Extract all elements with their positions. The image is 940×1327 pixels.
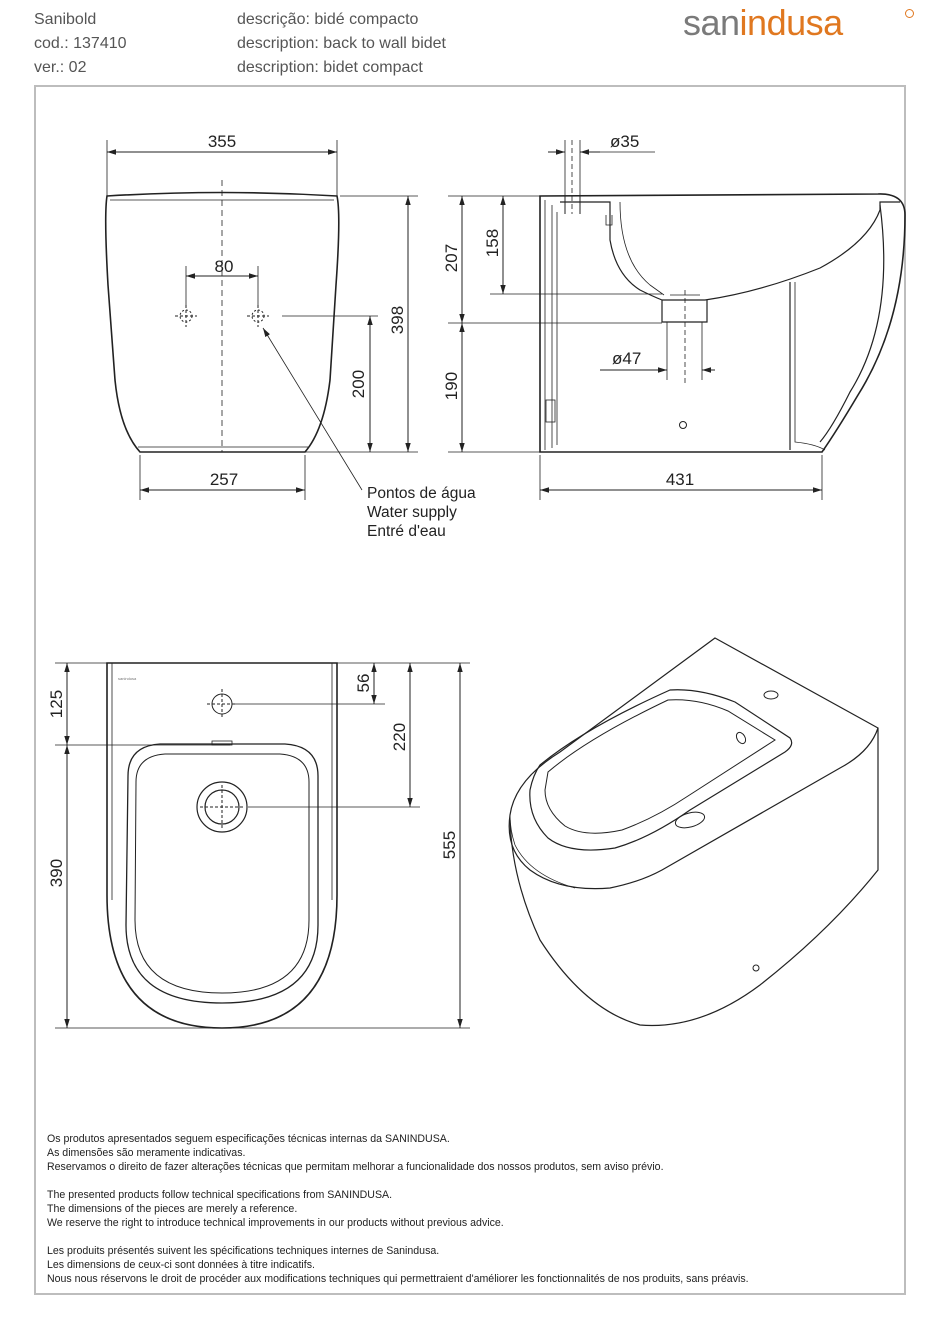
dim-drain-diameter: ø47 [612,349,641,368]
footer-disclaimer-en: The presented products follow technical … [47,1188,504,1230]
dim-top-hole: ø35 [610,132,639,151]
dim-tap-spacing: 80 [215,257,234,276]
logo-mark-icon [905,9,914,18]
footer-line: We reserve the right to introduce techni… [47,1217,504,1229]
top-rim-outline [125,743,319,1004]
product-code: cod.: 137410 [34,35,127,52]
dim-top-bowl-length: 390 [47,859,66,887]
dim-side-inner: 158 [483,229,502,257]
dim-top-hole-offset: 56 [354,674,373,693]
water-supply-label-fr: Entré d'eau [367,523,446,540]
top-tap-hole-icon [207,689,237,719]
dim-supply-height: 200 [349,370,368,398]
dim-top-drain-offset: 220 [390,723,409,751]
top-body-outline [106,662,338,1029]
perspective-bowl [544,699,776,834]
drawing-frame [34,85,906,1295]
dim-front-height: 398 [388,306,407,334]
description-fr: description: bidet compact [237,59,423,76]
side-view: ø35 ø47 431 207 158 190 [442,132,906,500]
product-descriptions: descrição: bidé compacto description: ba… [237,8,446,80]
dim-side-height-top: 207 [442,244,461,272]
top-bowl-outline [134,753,310,994]
front-view: 355 80 257 398 200 Pontos de água Water … [104,132,476,540]
footer-line: Reservamos o direito de fazer alterações… [47,1161,664,1173]
dim-top-back: 125 [47,690,66,718]
footer-line: The presented products follow technical … [47,1189,393,1201]
water-supply-label-pt: Pontos de água [367,485,476,502]
product-version: ver.: 02 [34,59,87,76]
perspective-body-side [509,728,879,1027]
dim-side-height-bottom: 190 [442,372,461,400]
top-drain-icon [196,781,248,833]
top-view: sanindusa 125 390 56 220 555 [47,662,470,1029]
perspective-view [508,637,879,1027]
dim-base-width: 257 [210,470,238,489]
footer-line: Les dimensions de ceux-ci sont données à… [47,1259,315,1271]
perspective-top-surface [508,637,879,890]
side-bowl-inner [560,201,900,301]
dim-front-width: 355 [208,132,236,151]
product-info: Sanibold cod.: 137410 ver.: 02 [34,8,127,80]
footer-line: Nous nous réservons le droit de procéder… [47,1273,749,1285]
description-pt: descrição: bidé compacto [237,11,419,28]
footer-line: The dimensions of the pieces are merely … [47,1203,298,1215]
description-en: description: back to wall bidet [237,35,446,52]
footer-line: Les produits présentés suivent les spéci… [47,1245,440,1257]
water-supply-label-en: Water supply [367,504,457,521]
dim-depth: 431 [666,470,694,489]
brand-logo: sanindusa [683,2,843,44]
footer-line: As dimensões são meramente indicativas. [47,1147,246,1159]
footer-line: Os produtos apresentados seguem especifi… [47,1133,450,1145]
logo-text-orange: indusa [739,2,844,43]
footer-disclaimer-fr: Les produits présentés suivent les spéci… [47,1244,749,1286]
logo-text-gray: san [683,2,740,43]
dim-top-depth: 555 [440,831,459,859]
water-supply-left-icon [175,305,197,327]
front-body-outline [104,191,340,453]
water-supply-leader [262,327,363,491]
water-supply-right-icon [247,305,269,327]
perspective-rim [529,689,793,851]
product-name: Sanibold [34,11,97,28]
side-body-outer [539,193,906,453]
footer-disclaimer-pt: Os produtos apresentados seguem especifi… [47,1132,664,1174]
tiny-brand-mark: sanindusa [118,676,137,681]
